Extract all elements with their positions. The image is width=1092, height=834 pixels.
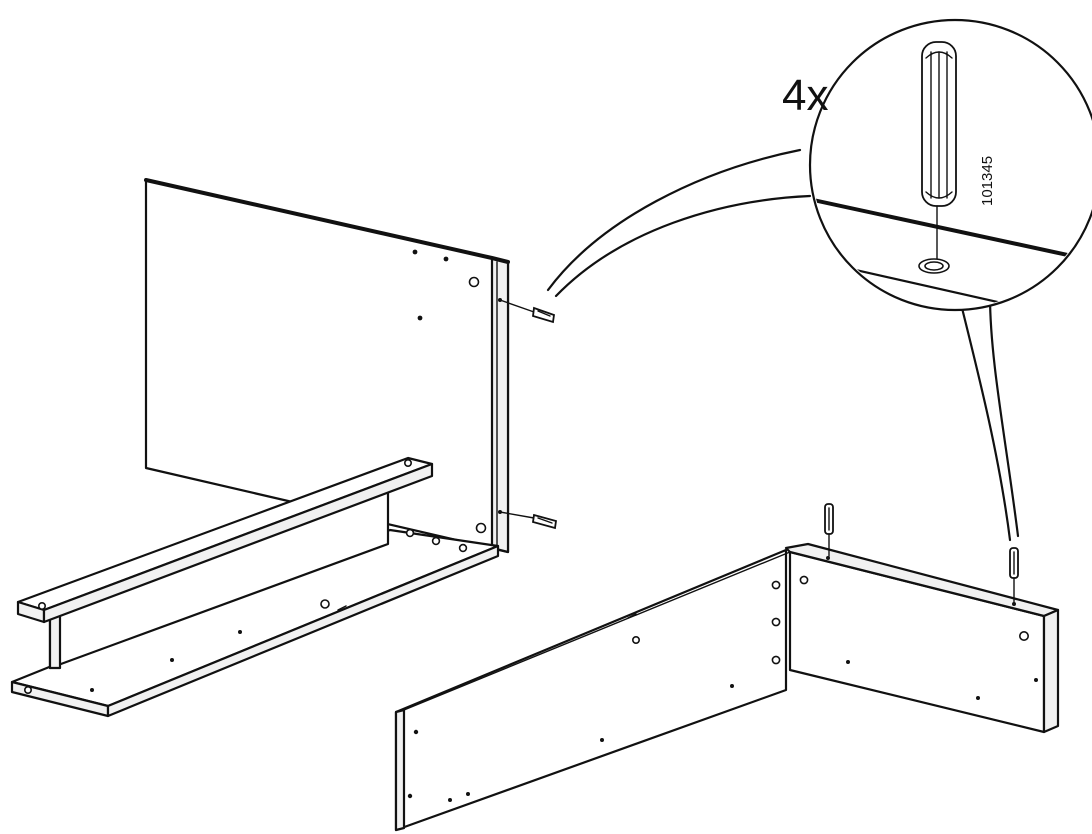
right-assembly (394, 503, 1060, 832)
front-board (394, 548, 791, 832)
dowel-lower-left (499, 511, 558, 530)
dowel-detail (918, 41, 957, 274)
detail-callout: 4x 101345 (546, 18, 1092, 542)
left-assembly (10, 178, 558, 718)
top-rail (16, 456, 434, 624)
part-number: 101345 (979, 156, 996, 206)
side-panel (144, 178, 510, 554)
dowel-upper-right-b (1009, 547, 1019, 603)
return-board (784, 542, 1060, 734)
quantity-label: 4x (782, 71, 828, 120)
base-board (10, 528, 500, 718)
dowel-upper-right-a (824, 503, 834, 557)
dowel-upper-left (499, 299, 555, 324)
